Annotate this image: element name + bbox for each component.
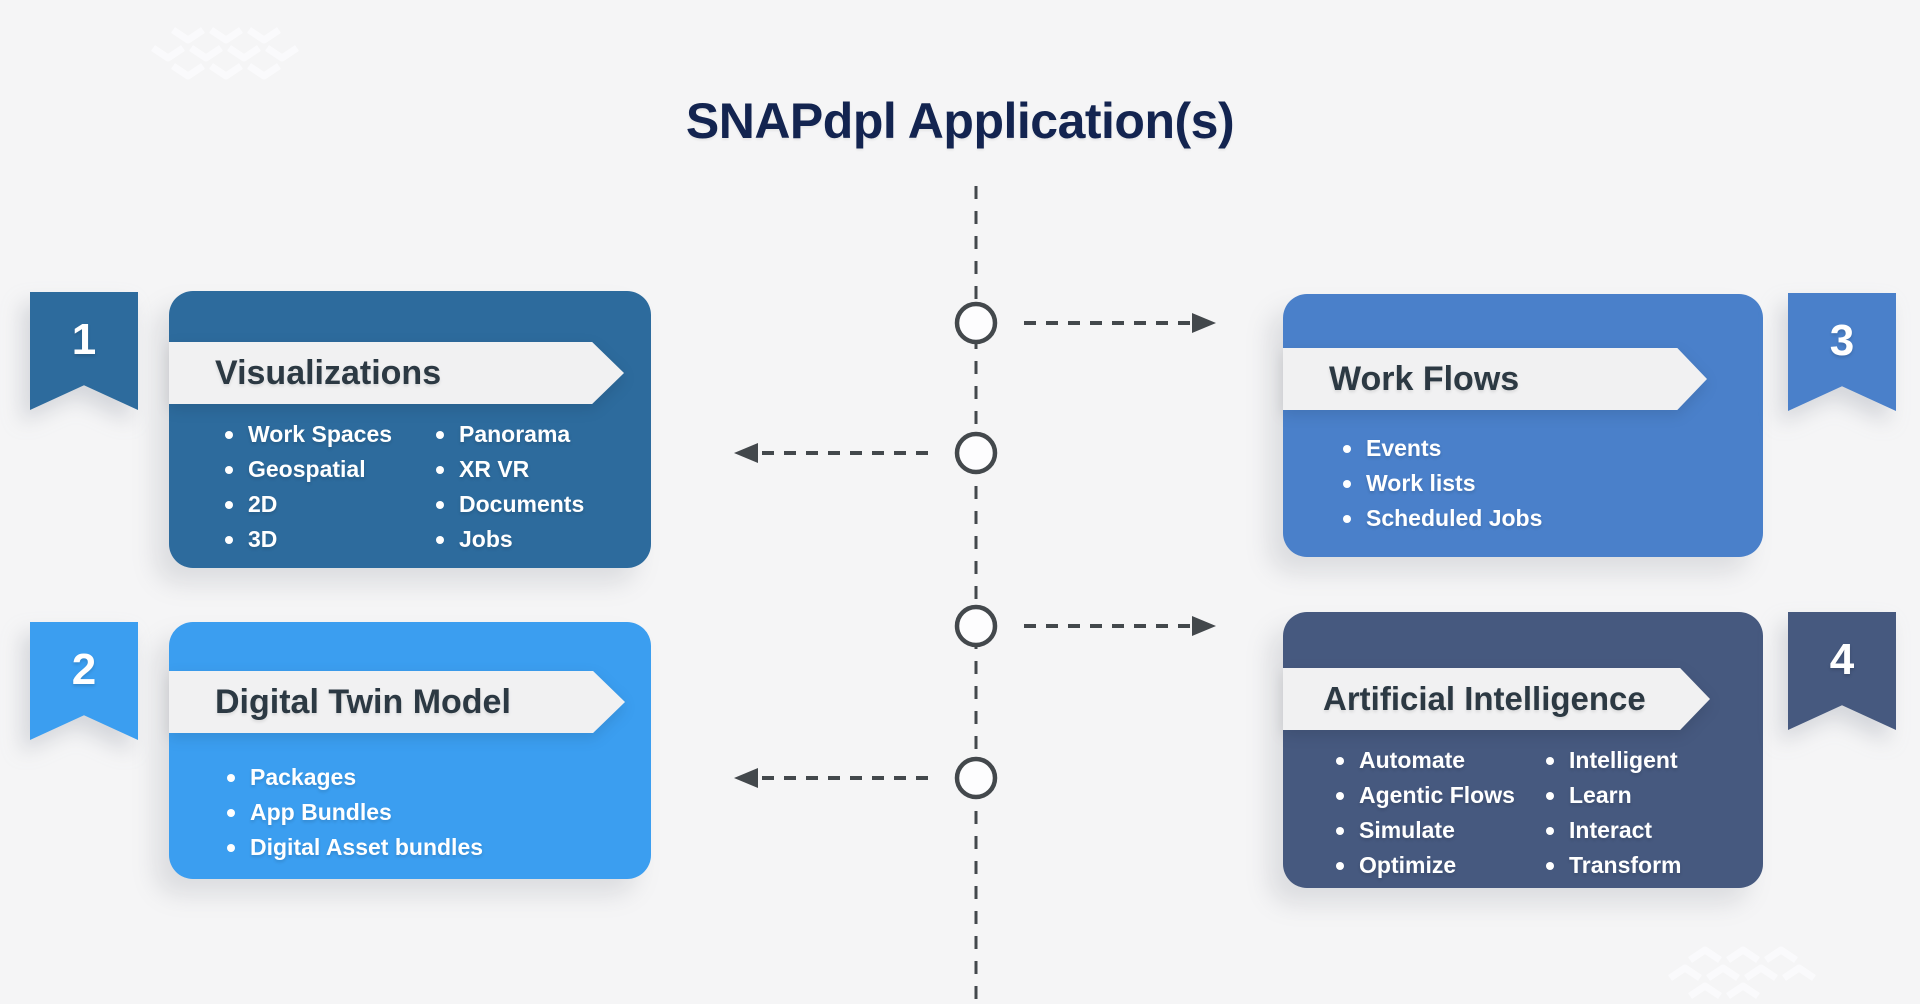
bullet-item: 3D: [222, 522, 433, 557]
ribbon-1-shape: 1: [30, 292, 138, 410]
ribbon-1-number: 1: [71, 315, 97, 364]
bullet-item: Optimize: [1333, 848, 1543, 883]
bullet-item: Jobs: [433, 522, 584, 557]
bullet-item: Panorama: [433, 417, 584, 452]
bullet-item: Work Spaces: [222, 417, 433, 452]
arrowhead-left-2-icon: [734, 768, 758, 788]
bullet-item: Simulate: [1333, 813, 1543, 848]
ribbon-3-shape: 3: [1788, 293, 1896, 411]
card-digital-twin-title: Digital Twin Model: [215, 682, 511, 721]
bullet-item: Work lists: [1340, 466, 1542, 501]
ribbon-2-shape: 2: [30, 622, 138, 740]
arrowhead-right-1-icon: [1192, 313, 1216, 333]
bullet-item: App Bundles: [224, 795, 483, 830]
bullet-item: Transform: [1543, 848, 1681, 883]
ribbon-4: 4: [1788, 612, 1896, 730]
card-work-flows-header-band: Work Flows: [1283, 348, 1707, 410]
ribbon-2: 2: [30, 622, 138, 740]
bullet-item: Intelligent: [1543, 743, 1681, 778]
timeline-node-1: [954, 301, 998, 345]
ribbon-3: 3: [1788, 293, 1896, 411]
arrowhead-right-2-icon: [1192, 616, 1216, 636]
bullet-item: 2D: [222, 487, 433, 522]
ribbon-2-number: 2: [71, 645, 97, 694]
bullet-item: Scheduled Jobs: [1340, 501, 1542, 536]
bullet-item: Automate: [1333, 743, 1543, 778]
bullet-item: Digital Asset bundles: [224, 830, 483, 865]
bullet-item: Events: [1340, 431, 1542, 466]
bullet-item: Geospatial: [222, 452, 433, 487]
bullet-item: Interact: [1543, 813, 1681, 848]
card-work-flows-title: Work Flows: [1329, 359, 1520, 398]
card-visualizations-header-band: Visualizations: [169, 342, 624, 404]
card-ai-header-band: Artificial Intelligence: [1283, 668, 1710, 730]
decorative-chevrons-top-left: [151, 27, 299, 80]
card-visualizations-title: Visualizations: [215, 353, 442, 392]
timeline-node-3: [954, 604, 998, 648]
page-title: SNAPdpl Application(s): [685, 93, 1235, 149]
bullet-item: Agentic Flows: [1333, 778, 1543, 813]
card-digital-twin-header-band: Digital Twin Model: [169, 671, 625, 733]
ribbon-3-number: 3: [1829, 316, 1855, 365]
arrowhead-left-1-icon: [734, 443, 758, 463]
ribbon-1: 1: [30, 292, 138, 410]
timeline-node-2: [954, 431, 998, 475]
ribbon-4-shape: 4: [1788, 612, 1896, 730]
card-ai-title: Artificial Intelligence: [1323, 680, 1646, 717]
timeline-node-4: [954, 756, 998, 800]
bullet-item: XR VR: [433, 452, 584, 487]
bullet-item: Documents: [433, 487, 584, 522]
decorative-chevrons-bottom-right: [1668, 946, 1816, 999]
ribbon-4-number: 4: [1829, 635, 1855, 684]
bullet-item: Packages: [224, 760, 483, 795]
bullet-item: Learn: [1543, 778, 1681, 813]
